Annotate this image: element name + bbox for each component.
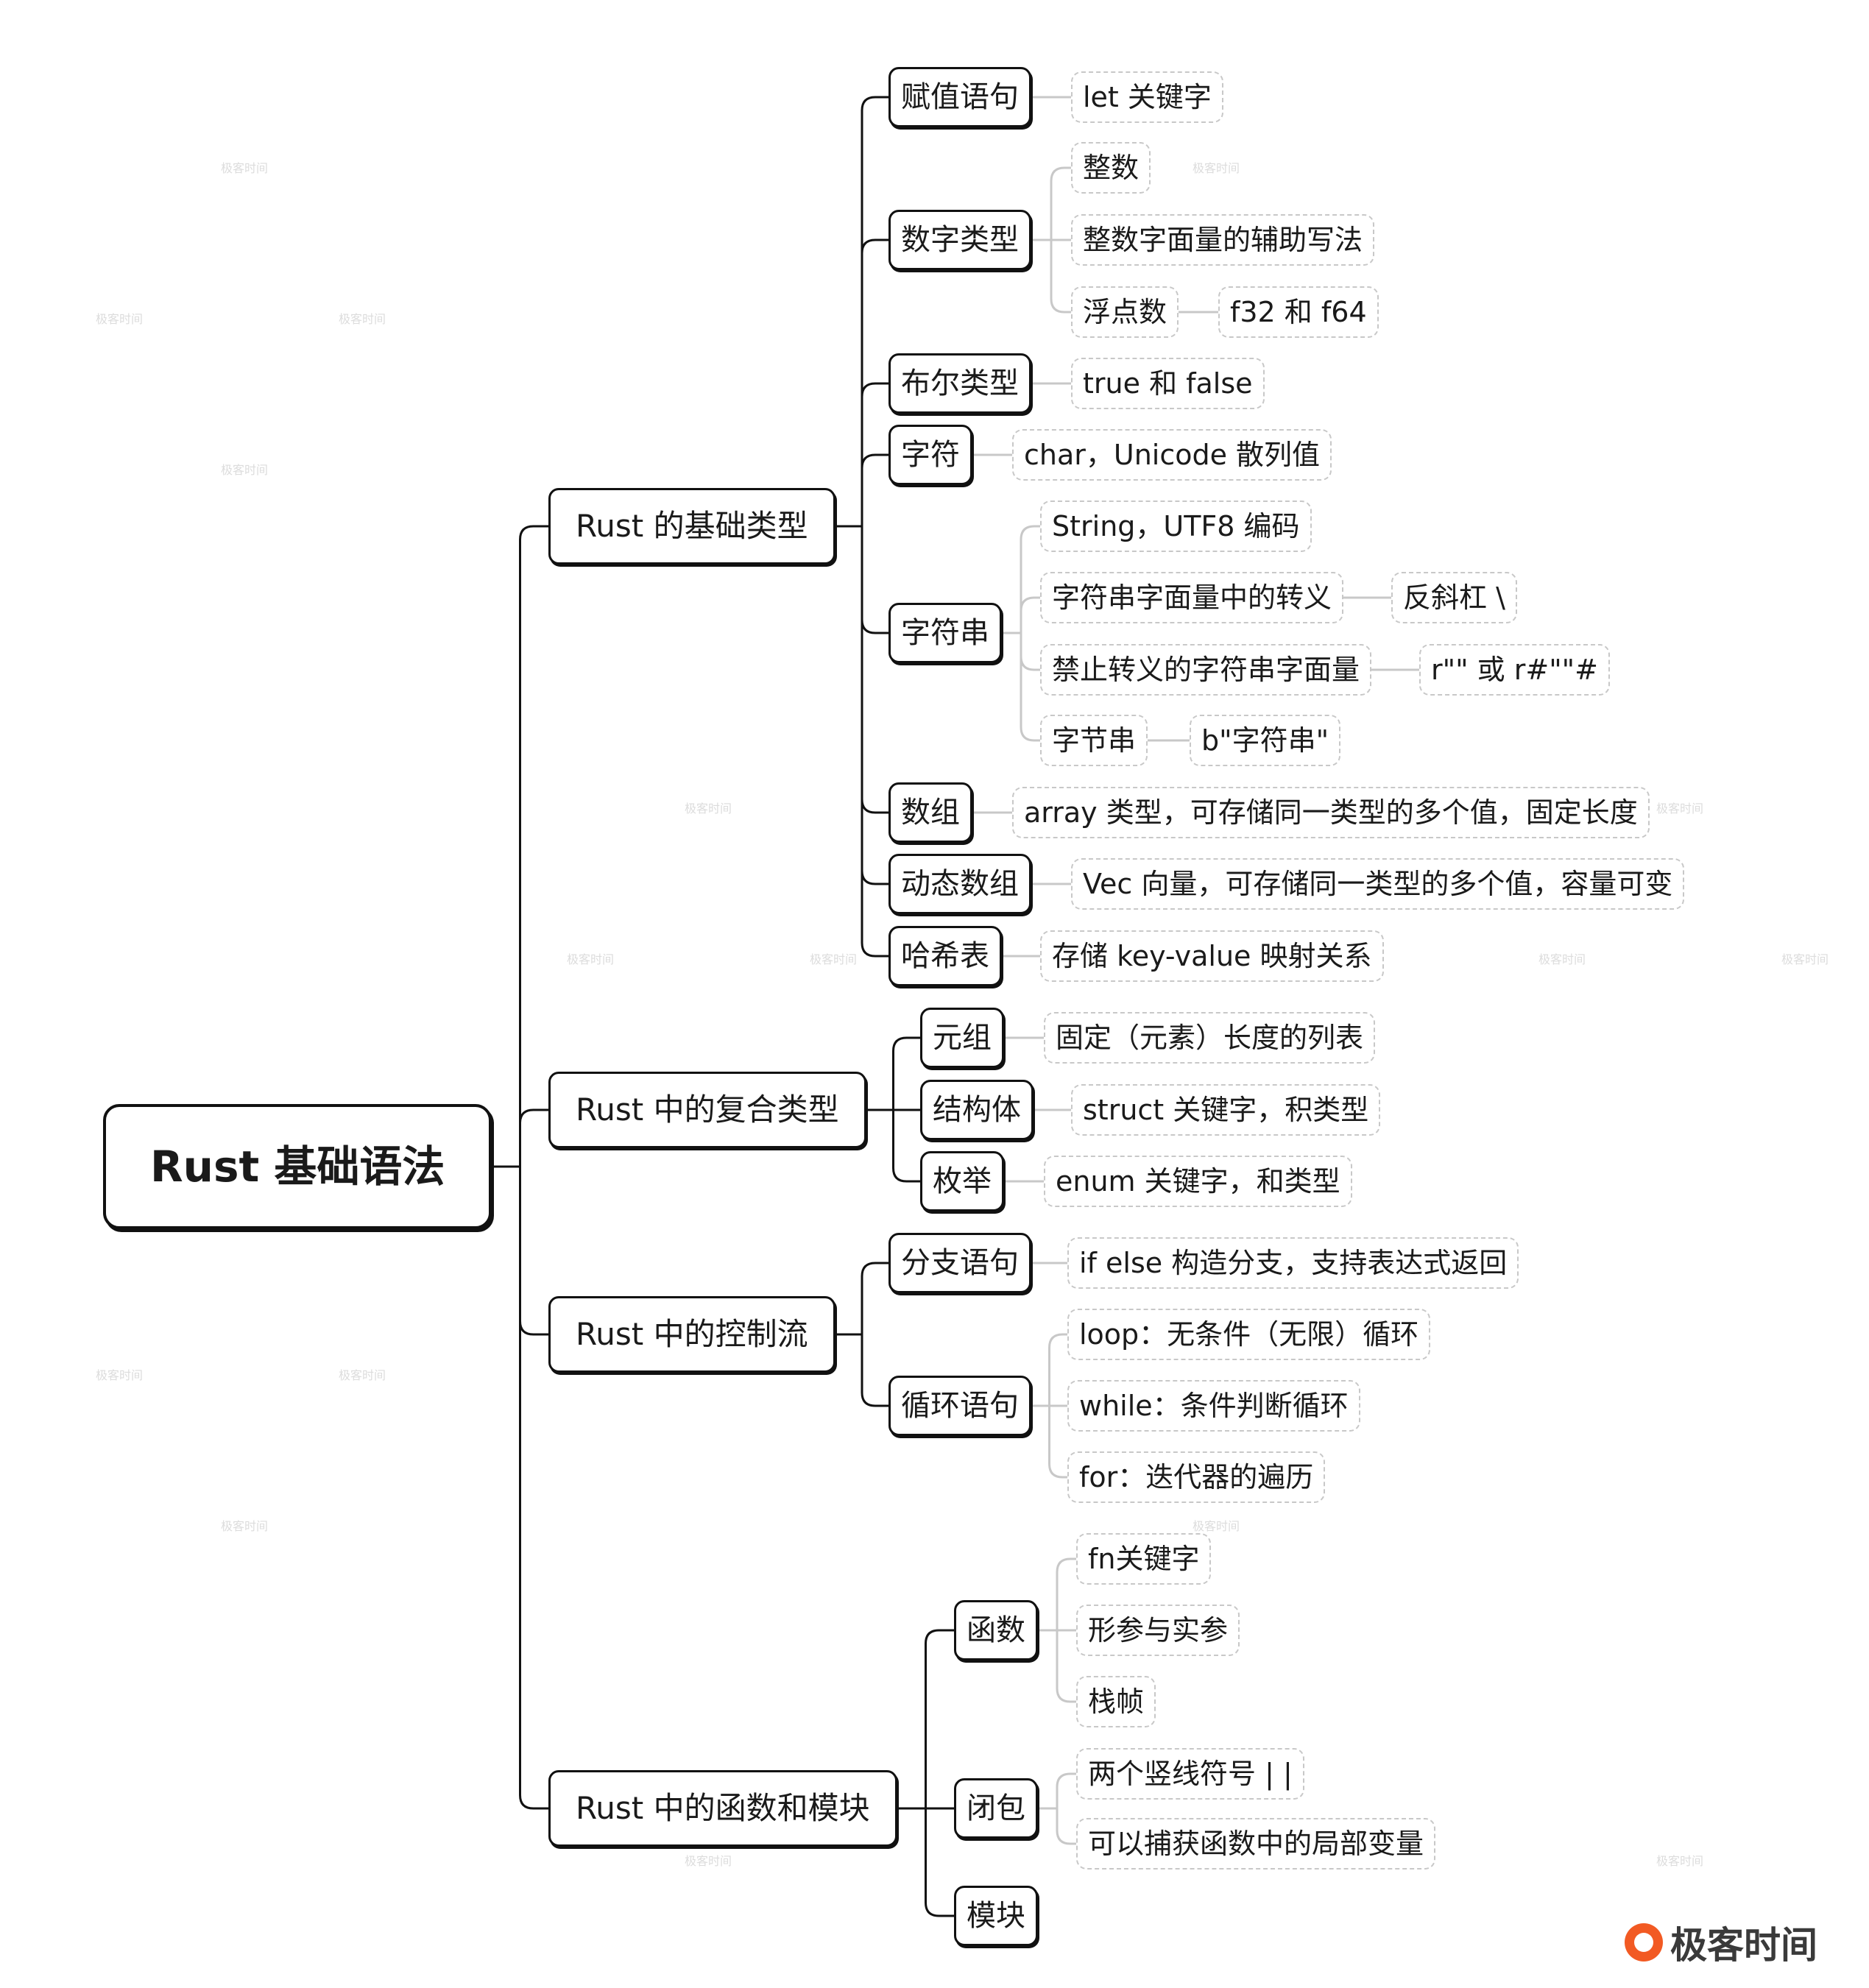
- detail-hashmap[interactable]: 存储 key-value 映射关系: [1040, 930, 1384, 982]
- topic-loop-statement[interactable]: 循环语句: [888, 1376, 1031, 1436]
- connector-line: [1031, 1333, 1067, 1407]
- branch-functions-modules[interactable]: Rust 中的函数和模块: [548, 1770, 897, 1847]
- connector-line: [866, 1108, 920, 1183]
- watermark: 极客时间: [1193, 161, 1240, 175]
- topic-vec[interactable]: 动态数组: [888, 854, 1031, 914]
- logo-icon: [1625, 1923, 1663, 1962]
- connector-line: [1031, 166, 1071, 241]
- connector-line: [897, 1629, 954, 1810]
- watermark: 极客时间: [1656, 1854, 1704, 1868]
- connector-line: [1038, 1772, 1076, 1810]
- watermark: 极客时间: [567, 952, 615, 966]
- watermark: 极客时间: [96, 312, 144, 326]
- detail-integer[interactable]: 整数: [1071, 142, 1151, 194]
- connector-line: [835, 382, 888, 528]
- detail-pipes[interactable]: 两个竖线符号 | |: [1076, 1748, 1304, 1800]
- root-node[interactable]: Rust 基础语法: [103, 1104, 492, 1229]
- topic-closure[interactable]: 闭包: [954, 1778, 1038, 1839]
- connector-line: [1002, 525, 1040, 634]
- connector-line: [1002, 632, 1040, 742]
- watermark: 极客时间: [96, 1368, 144, 1382]
- watermark: 极客时间: [339, 312, 386, 326]
- connector-line: [492, 525, 548, 1168]
- detail-tuple[interactable]: 固定（元素）长度的列表: [1044, 1012, 1376, 1064]
- detail-byte-syntax[interactable]: b"字符串": [1190, 715, 1341, 766]
- detail-vec[interactable]: Vec 向量，可存储同一类型的多个值，容量可变: [1071, 858, 1685, 910]
- detail-raw-syntax[interactable]: r"" 或 r#""#: [1419, 644, 1610, 696]
- watermark: 极客时间: [221, 161, 269, 175]
- topic-string[interactable]: 字符串: [888, 603, 1002, 663]
- connector-line: [1031, 238, 1071, 314]
- watermark: 极客时间: [685, 802, 732, 816]
- detail-capture-locals[interactable]: 可以捕获函数中的局部变量: [1076, 1818, 1436, 1870]
- detail-byte-string[interactable]: 字节串: [1040, 715, 1148, 766]
- connector-line: [866, 1036, 920, 1111]
- topic-number-types[interactable]: 数字类型: [888, 210, 1031, 270]
- detail-string-escape[interactable]: 字符串字面量中的转义: [1040, 572, 1344, 623]
- topic-enum[interactable]: 枚举: [920, 1151, 1004, 1211]
- watermark: 极客时间: [685, 1854, 732, 1868]
- topic-array[interactable]: 数组: [888, 782, 972, 843]
- topic-hashmap[interactable]: 哈希表: [888, 926, 1002, 986]
- detail-string-utf8[interactable]: String，UTF8 编码: [1040, 500, 1312, 552]
- connector-line: [1031, 1404, 1067, 1479]
- topic-function[interactable]: 函数: [954, 1600, 1038, 1660]
- detail-while[interactable]: while：条件判断循环: [1067, 1380, 1360, 1432]
- topic-char[interactable]: 字符: [888, 425, 972, 485]
- topic-module[interactable]: 模块: [954, 1886, 1038, 1946]
- topic-tuple[interactable]: 元组: [920, 1008, 1004, 1068]
- connector-line: [897, 1807, 954, 1917]
- topic-assignment[interactable]: 赋值语句: [888, 67, 1031, 127]
- detail-loop[interactable]: loop：无条件（无限）循环: [1067, 1309, 1431, 1360]
- detail-integer-literal[interactable]: 整数字面量的辅助写法: [1071, 214, 1375, 266]
- connector-line: [1002, 596, 1040, 634]
- connector-line: [835, 525, 888, 958]
- watermark: 极客时间: [1781, 952, 1829, 966]
- detail-let-keyword[interactable]: let 关键字: [1071, 71, 1223, 123]
- watermark: 极客时间: [221, 463, 269, 477]
- connector-line: [492, 1108, 548, 1168]
- detail-struct[interactable]: struct 关键字，积类型: [1071, 1084, 1381, 1136]
- watermark: 极客时间: [339, 1368, 386, 1382]
- detail-if-else[interactable]: if else 构造分支，支持表达式返回: [1067, 1237, 1519, 1289]
- branch-basic-types[interactable]: Rust 的基础类型: [548, 488, 835, 565]
- topic-branch-statement[interactable]: 分支语句: [888, 1233, 1031, 1293]
- branch-compound-types[interactable]: Rust 中的复合类型: [548, 1072, 866, 1148]
- watermark: 极客时间: [810, 952, 858, 966]
- detail-params-args[interactable]: 形参与实参: [1076, 1605, 1240, 1656]
- watermark: 极客时间: [1193, 1519, 1240, 1533]
- detail-backslash[interactable]: 反斜杠 \: [1391, 572, 1517, 623]
- connector-line: [835, 1262, 888, 1336]
- connector-line: [1038, 1629, 1076, 1703]
- watermark: 极客时间: [1538, 952, 1586, 966]
- connector-line: [835, 96, 888, 528]
- logo-text: 极客时间: [1670, 1925, 1817, 1966]
- detail-stack-frame[interactable]: 栈帧: [1076, 1676, 1156, 1727]
- topic-struct[interactable]: 结构体: [920, 1080, 1034, 1140]
- detail-float[interactable]: 浮点数: [1071, 286, 1179, 338]
- detail-char-unicode[interactable]: char，Unicode 散列值: [1012, 429, 1332, 481]
- connector-line: [835, 453, 888, 528]
- detail-array[interactable]: array 类型，可存储同一类型的多个值，固定长度: [1012, 787, 1650, 838]
- brand-logo: 极客时间: [1625, 1916, 1817, 1969]
- detail-true-false[interactable]: true 和 false: [1071, 358, 1265, 409]
- connector-line: [1038, 1557, 1076, 1632]
- detail-f32-f64[interactable]: f32 和 f64: [1218, 286, 1379, 338]
- detail-raw-string[interactable]: 禁止转义的字符串字面量: [1040, 644, 1372, 696]
- connector-line: [492, 1165, 548, 1810]
- connector-line: [835, 238, 888, 528]
- branch-control-flow[interactable]: Rust 中的控制流: [548, 1296, 835, 1373]
- watermark: 极客时间: [1656, 802, 1704, 816]
- watermark: 极客时间: [221, 1519, 269, 1533]
- connector-line: [1038, 1807, 1076, 1845]
- connector-line: [835, 1333, 888, 1407]
- detail-enum[interactable]: enum 关键字，和类型: [1044, 1156, 1352, 1207]
- detail-fn-keyword[interactable]: fn关键字: [1076, 1533, 1212, 1585]
- topic-bool[interactable]: 布尔类型: [888, 353, 1031, 414]
- detail-for[interactable]: for：迭代器的遍历: [1067, 1451, 1326, 1503]
